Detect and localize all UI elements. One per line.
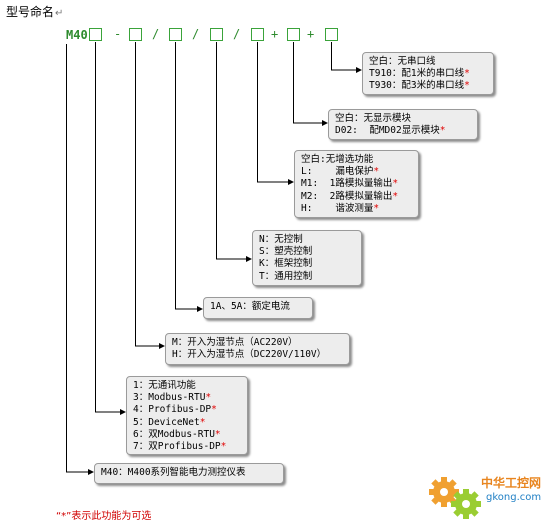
option-box-control: N：无控制 S：塑壳控制 K：框架控制 T：通用控制 xyxy=(252,230,362,286)
optional-star: * xyxy=(464,80,470,92)
optional-star: * xyxy=(439,125,446,137)
optional-star: * xyxy=(392,190,399,202)
option-box-comm: 1：无通讯功能 3：Modbus-RTU* 4：Profibus-DP* 5：D… xyxy=(126,376,248,455)
connector-function xyxy=(257,42,290,183)
option-line: M1: 1路模拟量输出* xyxy=(301,178,399,190)
option-line: T930：配3米的串口线* xyxy=(369,80,470,92)
arrow-input xyxy=(159,343,165,349)
option-line: 1：无通讯功能 xyxy=(133,380,196,391)
option-line: 3：Modbus-RTU* xyxy=(133,392,212,404)
option-line: H：开入为湿节点（DC220V/110V） xyxy=(172,349,327,361)
connector-control xyxy=(216,42,248,260)
option-line: H: 谐波测量* xyxy=(301,202,380,214)
connector-input xyxy=(135,42,161,347)
arrow-cable xyxy=(356,67,362,73)
option-line: M40：M400系列智能电力测控仪表 xyxy=(101,467,246,478)
arrow-comm xyxy=(120,409,126,415)
code-separator: + xyxy=(271,27,279,41)
option-box-current: 1A、5A：额定电流 xyxy=(203,297,313,319)
arrow-display xyxy=(322,120,328,126)
option-line: 空白:无增选功能 xyxy=(301,154,374,165)
optional-star: * xyxy=(392,178,399,190)
model-prefix: M40 xyxy=(66,28,88,42)
option-line: 1A、5A：额定电流 xyxy=(210,301,290,312)
optional-star: * xyxy=(205,392,212,404)
code-slot-current xyxy=(169,28,182,41)
option-line: T910：配1米的串口线* xyxy=(369,68,470,80)
arrow-series xyxy=(88,469,94,475)
code-separator: / xyxy=(233,27,241,41)
connector-current xyxy=(175,42,199,310)
arrow-current xyxy=(197,306,203,312)
code-slot-control xyxy=(210,28,223,41)
option-line: 5：DeviceNet* xyxy=(133,416,206,428)
code-separator: + xyxy=(307,27,315,41)
option-line: 4：Profibus-DP* xyxy=(133,404,217,416)
option-box-input: M：开入为湿节点（AC220V） H：开入为湿节点（DC220V/110V） xyxy=(165,333,350,365)
option-box-series: M40：M400系列智能电力测控仪表 xyxy=(94,463,284,484)
optional-star: * xyxy=(373,202,380,214)
arrow-control xyxy=(246,256,252,262)
option-line: N：无控制 xyxy=(259,234,303,245)
code-slot-cable xyxy=(325,28,338,41)
gkong-logo-icon xyxy=(429,477,481,519)
connector-series xyxy=(66,44,90,473)
code-separator: / xyxy=(152,27,160,41)
code-slot-display xyxy=(287,28,300,41)
code-slot-function xyxy=(251,28,264,41)
code-slot-input xyxy=(129,28,142,41)
option-line: T：通用控制 xyxy=(259,270,313,282)
watermark-url: gkong.com xyxy=(486,492,542,503)
option-line: M2: 2路模拟量输出* xyxy=(301,190,399,202)
option-box-function: 空白:无增选功能 L: 漏电保护* M1: 1路模拟量输出* M2: 2路模拟量… xyxy=(294,150,419,218)
code-separator: / xyxy=(192,27,200,41)
option-line: 7：双Profibus-DP* xyxy=(133,441,227,453)
code-separator: - xyxy=(114,27,122,41)
arrow-function xyxy=(288,179,294,185)
connector-display xyxy=(293,42,324,124)
footnote: “*”表示此功能为可选 xyxy=(56,511,152,522)
option-box-serial-cable: 空白：无串口线 T910：配1米的串口线* T930：配3米的串口线* xyxy=(362,52,494,95)
optional-star: * xyxy=(220,441,227,453)
optional-star: * xyxy=(211,404,217,416)
option-line: K：框架控制 xyxy=(259,258,313,270)
code-slot-comm xyxy=(89,28,102,41)
optional-star: * xyxy=(199,416,206,428)
option-line: S：塑壳控制 xyxy=(259,246,313,258)
option-line: D02: 配MD02显示模块* xyxy=(335,125,446,137)
connector-comm xyxy=(95,42,122,413)
connector-cable xyxy=(331,42,358,71)
option-line: M：开入为湿节点（AC220V） xyxy=(172,337,298,348)
option-box-display: 空白：无显示模块 D02: 配MD02显示模块* xyxy=(328,109,478,140)
watermark-name: 中华工控网 xyxy=(481,476,542,490)
optional-star: * xyxy=(464,68,470,80)
option-line: 空白：无显示模块 xyxy=(335,113,412,124)
option-line: 空白：无串口线 xyxy=(369,56,436,67)
optional-star: * xyxy=(214,428,221,440)
option-line: L: 漏电保护* xyxy=(301,166,380,178)
option-line: 6：双Modbus-RTU* xyxy=(133,428,221,440)
optional-star: * xyxy=(373,166,380,178)
page-title: 型号命名↵ xyxy=(6,5,64,19)
